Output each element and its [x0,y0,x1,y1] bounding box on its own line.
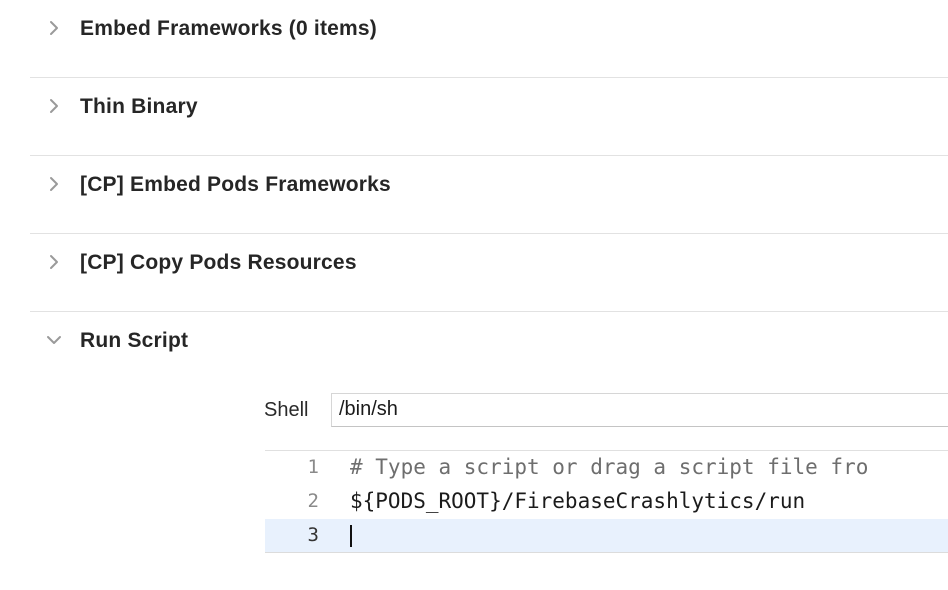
phase-header[interactable]: Embed Frameworks (0 items) [30,0,948,60]
shell-input[interactable]: /bin/sh [331,393,948,427]
code-text: # Type a script or drag a script file fr… [350,455,869,479]
chevron-right-icon[interactable] [44,252,64,272]
phase-header[interactable]: Thin Binary [30,78,948,138]
divider [30,233,948,234]
build-phase-thin-binary: Thin Binary [30,78,948,156]
build-phase-embed-frameworks: Embed Frameworks (0 items) [30,0,948,78]
text-caret [350,525,352,547]
code-line[interactable]: 1 # Type a script or drag a script file … [265,451,948,485]
phase-title: Embed Frameworks (0 items) [80,17,377,40]
phase-title: [CP] Copy Pods Resources [80,251,357,274]
build-phase-copy-pods-resources: [CP] Copy Pods Resources [30,234,948,312]
divider [30,155,948,156]
phase-header[interactable]: [CP] Embed Pods Frameworks [30,156,948,216]
build-phase-run-script: Run Script [30,312,948,372]
shell-label: Shell [264,399,309,421]
code-line[interactable]: 2 ${PODS_ROOT}/FirebaseCrashlytics/run [265,485,948,519]
chevron-right-icon[interactable] [44,96,64,116]
code-text: ${PODS_ROOT}/FirebaseCrashlytics/run [350,489,806,513]
divider [30,77,948,78]
build-phase-embed-pods-frameworks: [CP] Embed Pods Frameworks [30,156,948,234]
code-line-current[interactable]: 3 [265,519,948,553]
phase-title: [CP] Embed Pods Frameworks [80,173,391,196]
phase-header[interactable]: Run Script [30,312,948,372]
phase-title: Run Script [80,329,189,352]
phase-title: Thin Binary [80,95,198,118]
chevron-down-icon[interactable] [44,330,64,350]
chevron-right-icon[interactable] [44,174,64,194]
script-editor[interactable]: 1 # Type a script or drag a script file … [265,450,948,553]
divider [30,311,948,312]
chevron-right-icon[interactable] [44,18,64,38]
phase-header[interactable]: [CP] Copy Pods Resources [30,234,948,294]
line-number: 2 [307,490,319,512]
line-number: 1 [307,456,319,478]
line-number: 3 [307,524,319,546]
divider [265,552,948,553]
